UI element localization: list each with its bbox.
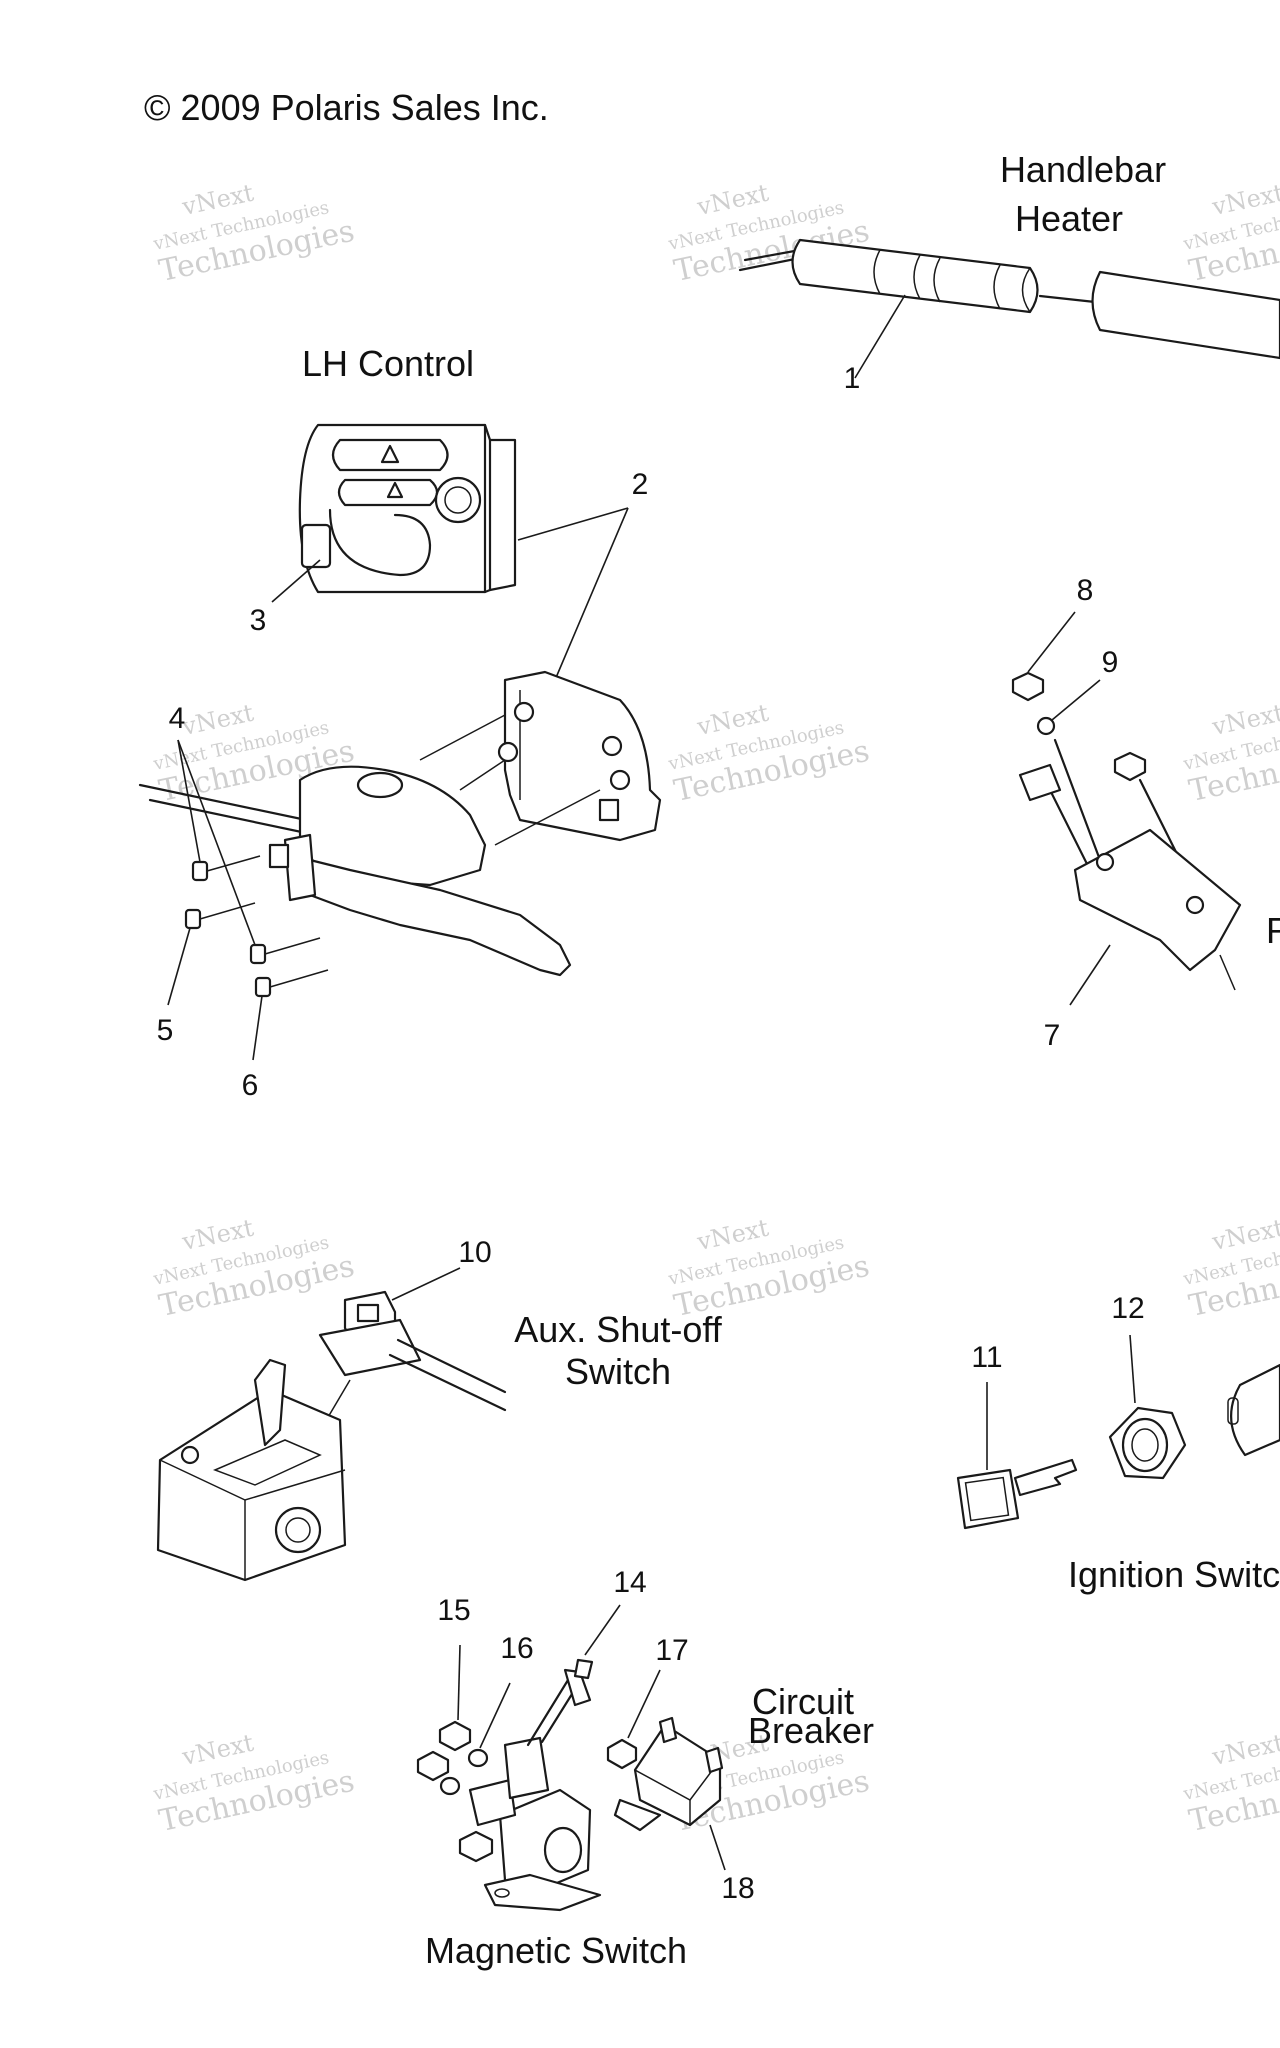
handlebar-heater-title-line1: Handlebar xyxy=(1000,149,1166,190)
screw-6 xyxy=(254,969,329,998)
mount-bracket xyxy=(253,1358,287,1447)
heater-element-left xyxy=(791,238,1039,314)
washer-16a xyxy=(467,1748,489,1768)
callout-9: 9 xyxy=(1102,646,1119,679)
low-beam-button xyxy=(300,523,332,569)
callout-6: 6 xyxy=(242,1069,259,1102)
magnetic-switch-group: Magnetic Switch 15 16 14 xyxy=(416,1566,687,1971)
lh-control-group: LH Control 2 3 xyxy=(138,343,662,1102)
nut-8 xyxy=(1011,671,1045,702)
reservoir-cap xyxy=(356,771,404,799)
callout-16: 16 xyxy=(500,1632,533,1665)
callout-18: 18 xyxy=(721,1872,754,1905)
ignition-switch-title: Ignition Switch xyxy=(1068,1554,1280,1595)
lh-control-title: LH Control xyxy=(302,343,474,384)
breaker-bracket xyxy=(613,1798,662,1832)
magnetic-switch-title: Magnetic Switch xyxy=(425,1930,687,1971)
callout-3: 3 xyxy=(250,604,267,637)
heater-connector-wire xyxy=(1038,294,1097,304)
screw-4b xyxy=(249,937,321,965)
handlebar-heater-group: Handlebar Heater 1 xyxy=(738,149,1280,395)
circuit-breaker-title-line2: Breaker xyxy=(748,1710,874,1751)
callout-5: 5 xyxy=(157,1014,174,1047)
screw-5 xyxy=(184,902,256,930)
heater-wire xyxy=(743,248,802,262)
callout-17: 17 xyxy=(655,1634,688,1667)
aux-shutoff-group: Aux. Shut-off Switch 10 xyxy=(156,1236,723,1582)
relay-body xyxy=(1073,828,1242,972)
callout-8: 8 xyxy=(1077,574,1094,607)
light-switch xyxy=(337,478,439,507)
heater-element-right xyxy=(1091,270,1280,360)
round-button xyxy=(434,476,482,524)
circuit-breaker-title-line1: Circuit xyxy=(752,1681,854,1722)
aux-shutoff-title-line2: Switch xyxy=(565,1351,671,1392)
aux-switch-housing xyxy=(156,1388,347,1582)
washer-16b xyxy=(439,1776,461,1796)
handlebar-heater-title-line2: Heater xyxy=(1015,198,1123,239)
heater-wire-2 xyxy=(738,256,802,272)
relay-title-clipped: R xyxy=(1266,910,1280,951)
nut-15a xyxy=(438,1720,472,1752)
ignition-key xyxy=(956,1468,1020,1530)
ignition-switch-group: Ignition Switch 11 12 xyxy=(956,1292,1280,1595)
callout-14: 14 xyxy=(613,1566,646,1599)
relay-group: 8 9 7 R xyxy=(1011,574,1280,1052)
circuit-breaker-group: Circuit Breaker 17 18 xyxy=(606,1634,874,1905)
copyright-text: © 2009 Polaris Sales Inc. xyxy=(144,87,549,128)
callout-7: 7 xyxy=(1044,1019,1061,1052)
aux-shutoff-title-line1: Aux. Shut-off xyxy=(514,1309,722,1350)
callout-1: 1 xyxy=(844,362,861,395)
callout-4: 4 xyxy=(169,702,186,735)
nut-17 xyxy=(606,1738,638,1770)
lock-washer-9 xyxy=(1036,716,1056,736)
brake-lever xyxy=(308,858,572,977)
callout-10: 10 xyxy=(458,1236,491,1269)
nut-15b xyxy=(416,1750,450,1782)
callout-15: 15 xyxy=(437,1594,470,1627)
callout-12: 12 xyxy=(1111,1292,1144,1325)
relay-connector xyxy=(1018,763,1062,802)
key-blade xyxy=(1013,1458,1078,1497)
control-cover xyxy=(503,670,662,842)
screw-4a xyxy=(191,855,261,882)
solenoid-bracket xyxy=(483,1873,602,1912)
ignition-barrel xyxy=(1230,1363,1280,1457)
callout-2: 2 xyxy=(632,468,649,501)
callout-11: 11 xyxy=(971,1341,1002,1374)
